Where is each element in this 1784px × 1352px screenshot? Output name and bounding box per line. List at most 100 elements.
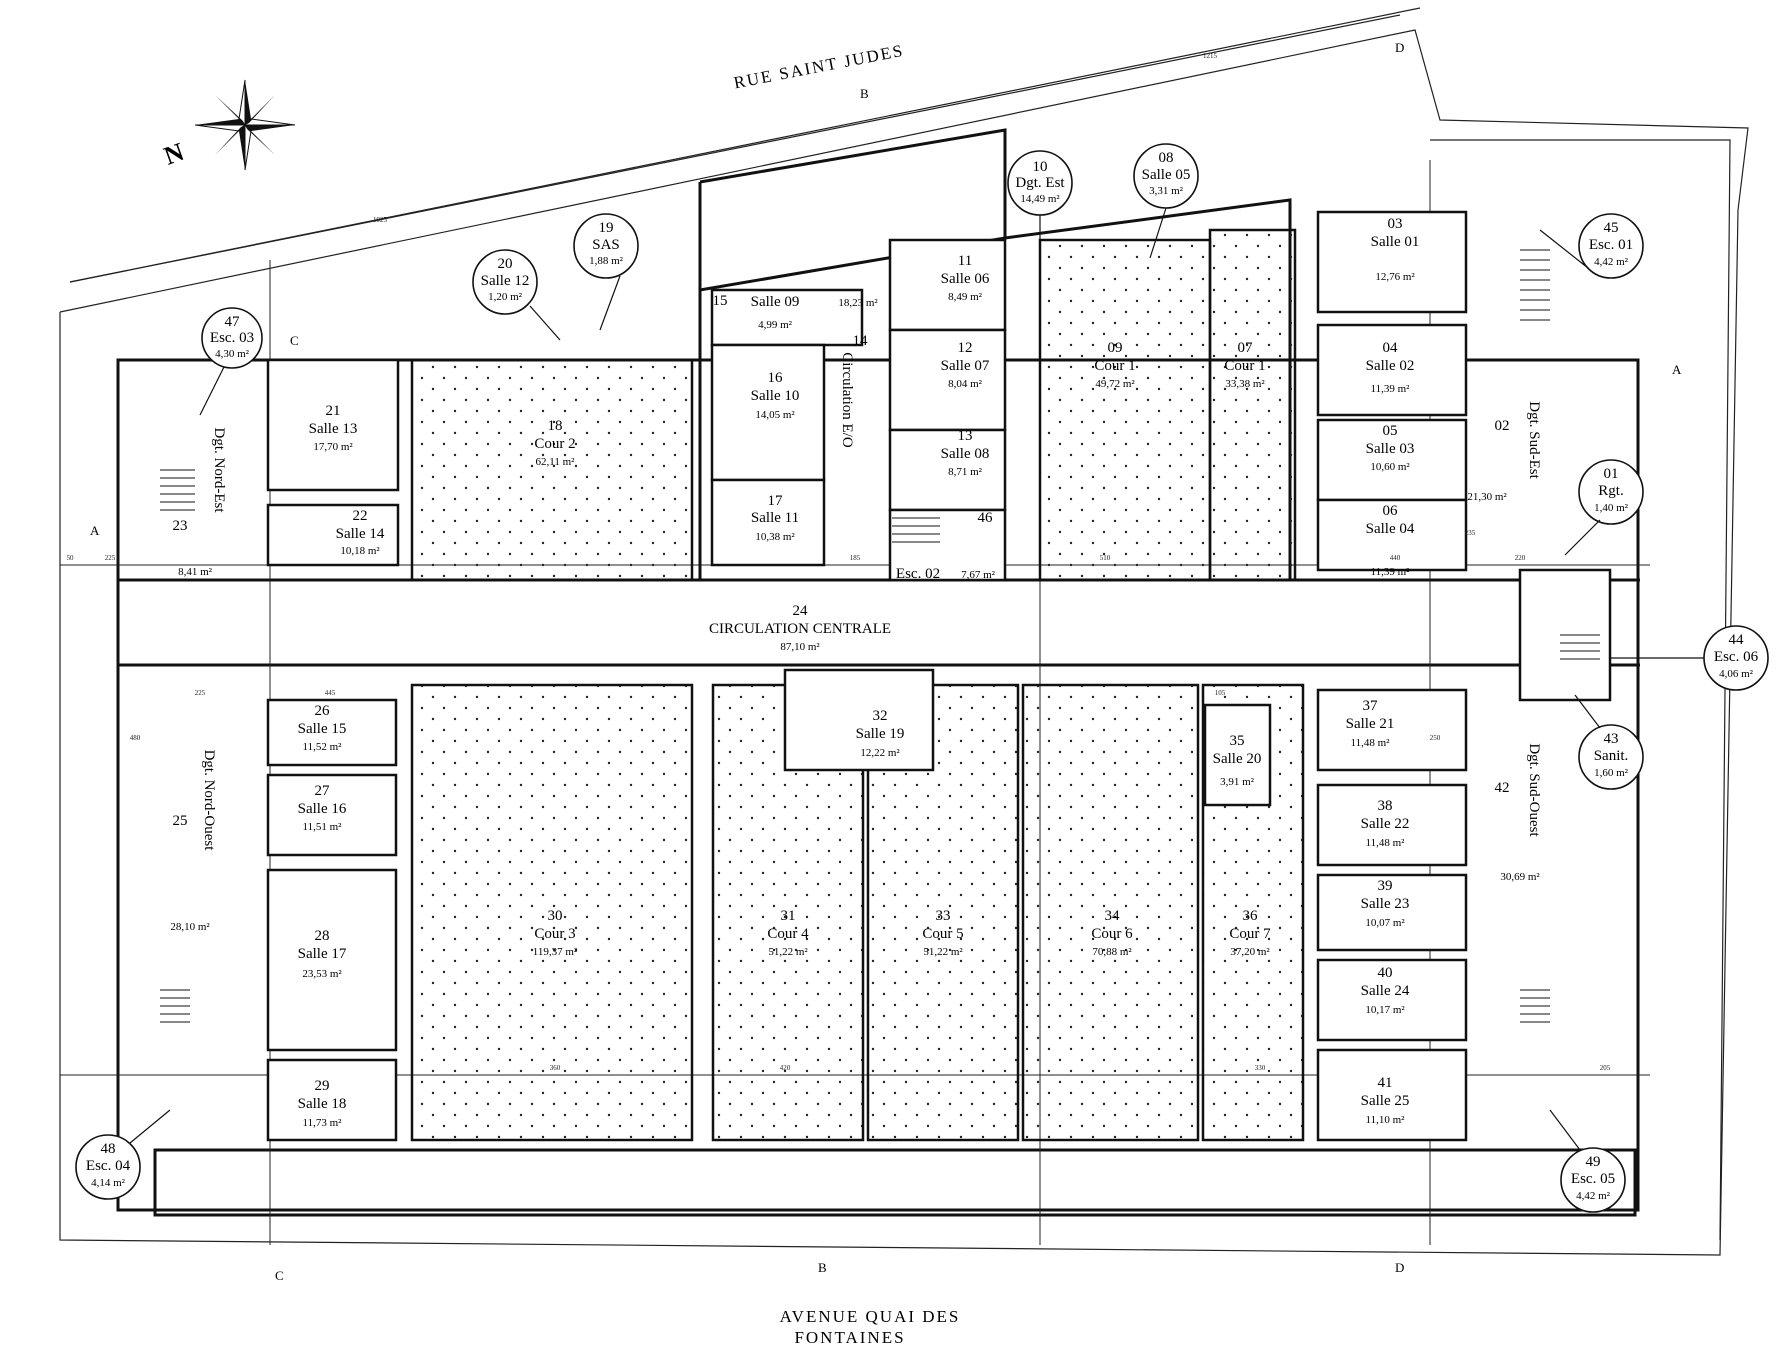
svg-text:10,17 m²: 10,17 m² (1365, 1004, 1405, 1016)
svg-text:12,76 m²: 12,76 m² (1375, 271, 1415, 283)
svg-text:12,22 m²: 12,22 m² (860, 747, 900, 759)
svg-text:30: 30 (548, 908, 563, 924)
svg-text:27: 27 (315, 783, 331, 799)
svg-text:15: 15 (713, 293, 728, 309)
svg-text:1,20 m²: 1,20 m² (488, 291, 523, 303)
svg-text:Rgt.: Rgt. (1598, 483, 1623, 499)
svg-text:Salle 18: Salle 18 (298, 1096, 347, 1112)
svg-text:4,99 m²: 4,99 m² (758, 319, 793, 331)
svg-text:Esc. 01: Esc. 01 (1589, 237, 1633, 253)
svg-text:32: 32 (873, 708, 888, 724)
cour-1b (1208, 228, 1297, 582)
svg-text:17,70 m²: 17,70 m² (313, 441, 353, 453)
svg-text:22: 22 (353, 508, 368, 524)
svg-text:11,51 m²: 11,51 m² (303, 821, 343, 833)
svg-text:14,49 m²: 14,49 m² (1020, 193, 1060, 205)
svg-text:26: 26 (315, 703, 331, 719)
svg-text:Esc. 03: Esc. 03 (210, 330, 254, 346)
svg-text:62,11 m²: 62,11 m² (536, 456, 576, 468)
svg-text:11,52 m²: 11,52 m² (303, 741, 343, 753)
dimension-labels: 50 225 445 510 360 420 440 220 205 185 1… (67, 52, 1611, 1072)
svg-text:37: 37 (1363, 698, 1379, 714)
svg-text:Cour 4: Cour 4 (767, 926, 809, 942)
svg-text:Dgt. Est: Dgt. Est (1015, 175, 1065, 191)
svg-text:Salle 17: Salle 17 (298, 946, 347, 962)
svg-text:10,60 m²: 10,60 m² (1370, 461, 1410, 473)
cour-2 (410, 358, 694, 582)
svg-text:33: 33 (936, 908, 951, 924)
cour-6 (1021, 683, 1200, 1142)
svg-text:05: 05 (1383, 423, 1398, 439)
svg-text:70,88 m²: 70,88 m² (1092, 946, 1132, 958)
svg-text:8,49 m²: 8,49 m² (948, 291, 983, 303)
svg-text:23,53 m²: 23,53 m² (302, 968, 342, 980)
section-mark-c-south: C (275, 1268, 284, 1283)
svg-text:Salle 07: Salle 07 (941, 358, 990, 374)
svg-text:Cour 5: Cour 5 (922, 926, 963, 942)
leader-lines (129, 207, 1704, 1151)
svg-text:Salle 12: Salle 12 (481, 273, 530, 289)
dimension: 250 (1430, 734, 1441, 742)
svg-text:07: 07 (1238, 340, 1254, 356)
site-outline (59, 7, 1749, 1256)
svg-text:35: 35 (1230, 733, 1245, 749)
svg-text:28: 28 (315, 928, 330, 944)
svg-text:01: 01 (1604, 466, 1619, 482)
section-mark-c-north: C (290, 333, 299, 348)
svg-text:40: 40 (1378, 965, 1393, 981)
svg-text:37,20 m²: 37,20 m² (1230, 946, 1270, 958)
svg-text:Salle 21: Salle 21 (1346, 716, 1395, 732)
svg-text:42: 42 (1495, 780, 1510, 796)
svg-text:Cour 1: Cour 1 (1094, 358, 1135, 374)
svg-text:Salle 14: Salle 14 (336, 526, 385, 542)
svg-text:3,31 m²: 3,31 m² (1149, 185, 1184, 197)
svg-text:4,14 m²: 4,14 m² (91, 1177, 126, 1189)
section-mark-d-south: D (1395, 1260, 1404, 1275)
section-mark-a-east: A (1672, 362, 1682, 377)
compass-north-label: N (160, 137, 188, 171)
dimension: 445 (325, 689, 336, 697)
svg-text:3,91 m²: 3,91 m² (1220, 776, 1255, 788)
cour-3 (410, 683, 694, 1142)
svg-text:Dgt. Sud-Est: Dgt. Sud-Est (1526, 401, 1542, 479)
svg-text:Cour 3: Cour 3 (534, 926, 575, 942)
svg-text:49,72 m²: 49,72 m² (1095, 378, 1135, 390)
dimension: 1925 (373, 216, 388, 224)
svg-text:Salle 01: Salle 01 (1371, 234, 1420, 250)
svg-text:36: 36 (1243, 908, 1259, 924)
svg-text:4,42 m²: 4,42 m² (1594, 256, 1629, 268)
svg-text:20: 20 (498, 256, 513, 272)
svg-text:46: 46 (978, 510, 994, 526)
svg-text:33,38 m²: 33,38 m² (1225, 378, 1265, 390)
cour-1a (1038, 238, 1212, 582)
svg-text:Salle 22: Salle 22 (1361, 816, 1410, 832)
svg-text:41: 41 (1378, 1075, 1393, 1091)
svg-text:Salle 13: Salle 13 (309, 421, 358, 437)
svg-text:24: 24 (793, 603, 809, 619)
svg-text:4,30 m²: 4,30 m² (215, 348, 250, 360)
svg-text:CIRCULATION CENTRALE: CIRCULATION CENTRALE (709, 621, 891, 637)
dimension: 50 (67, 554, 75, 562)
svg-text:29: 29 (315, 1078, 330, 1094)
svg-text:Dgt. Nord-Ouest: Dgt. Nord-Ouest (201, 750, 217, 852)
svg-text:25: 25 (173, 813, 188, 829)
svg-text:30,69 m²: 30,69 m² (1500, 871, 1540, 883)
street-south-line2: FONTAINES (794, 1328, 905, 1347)
